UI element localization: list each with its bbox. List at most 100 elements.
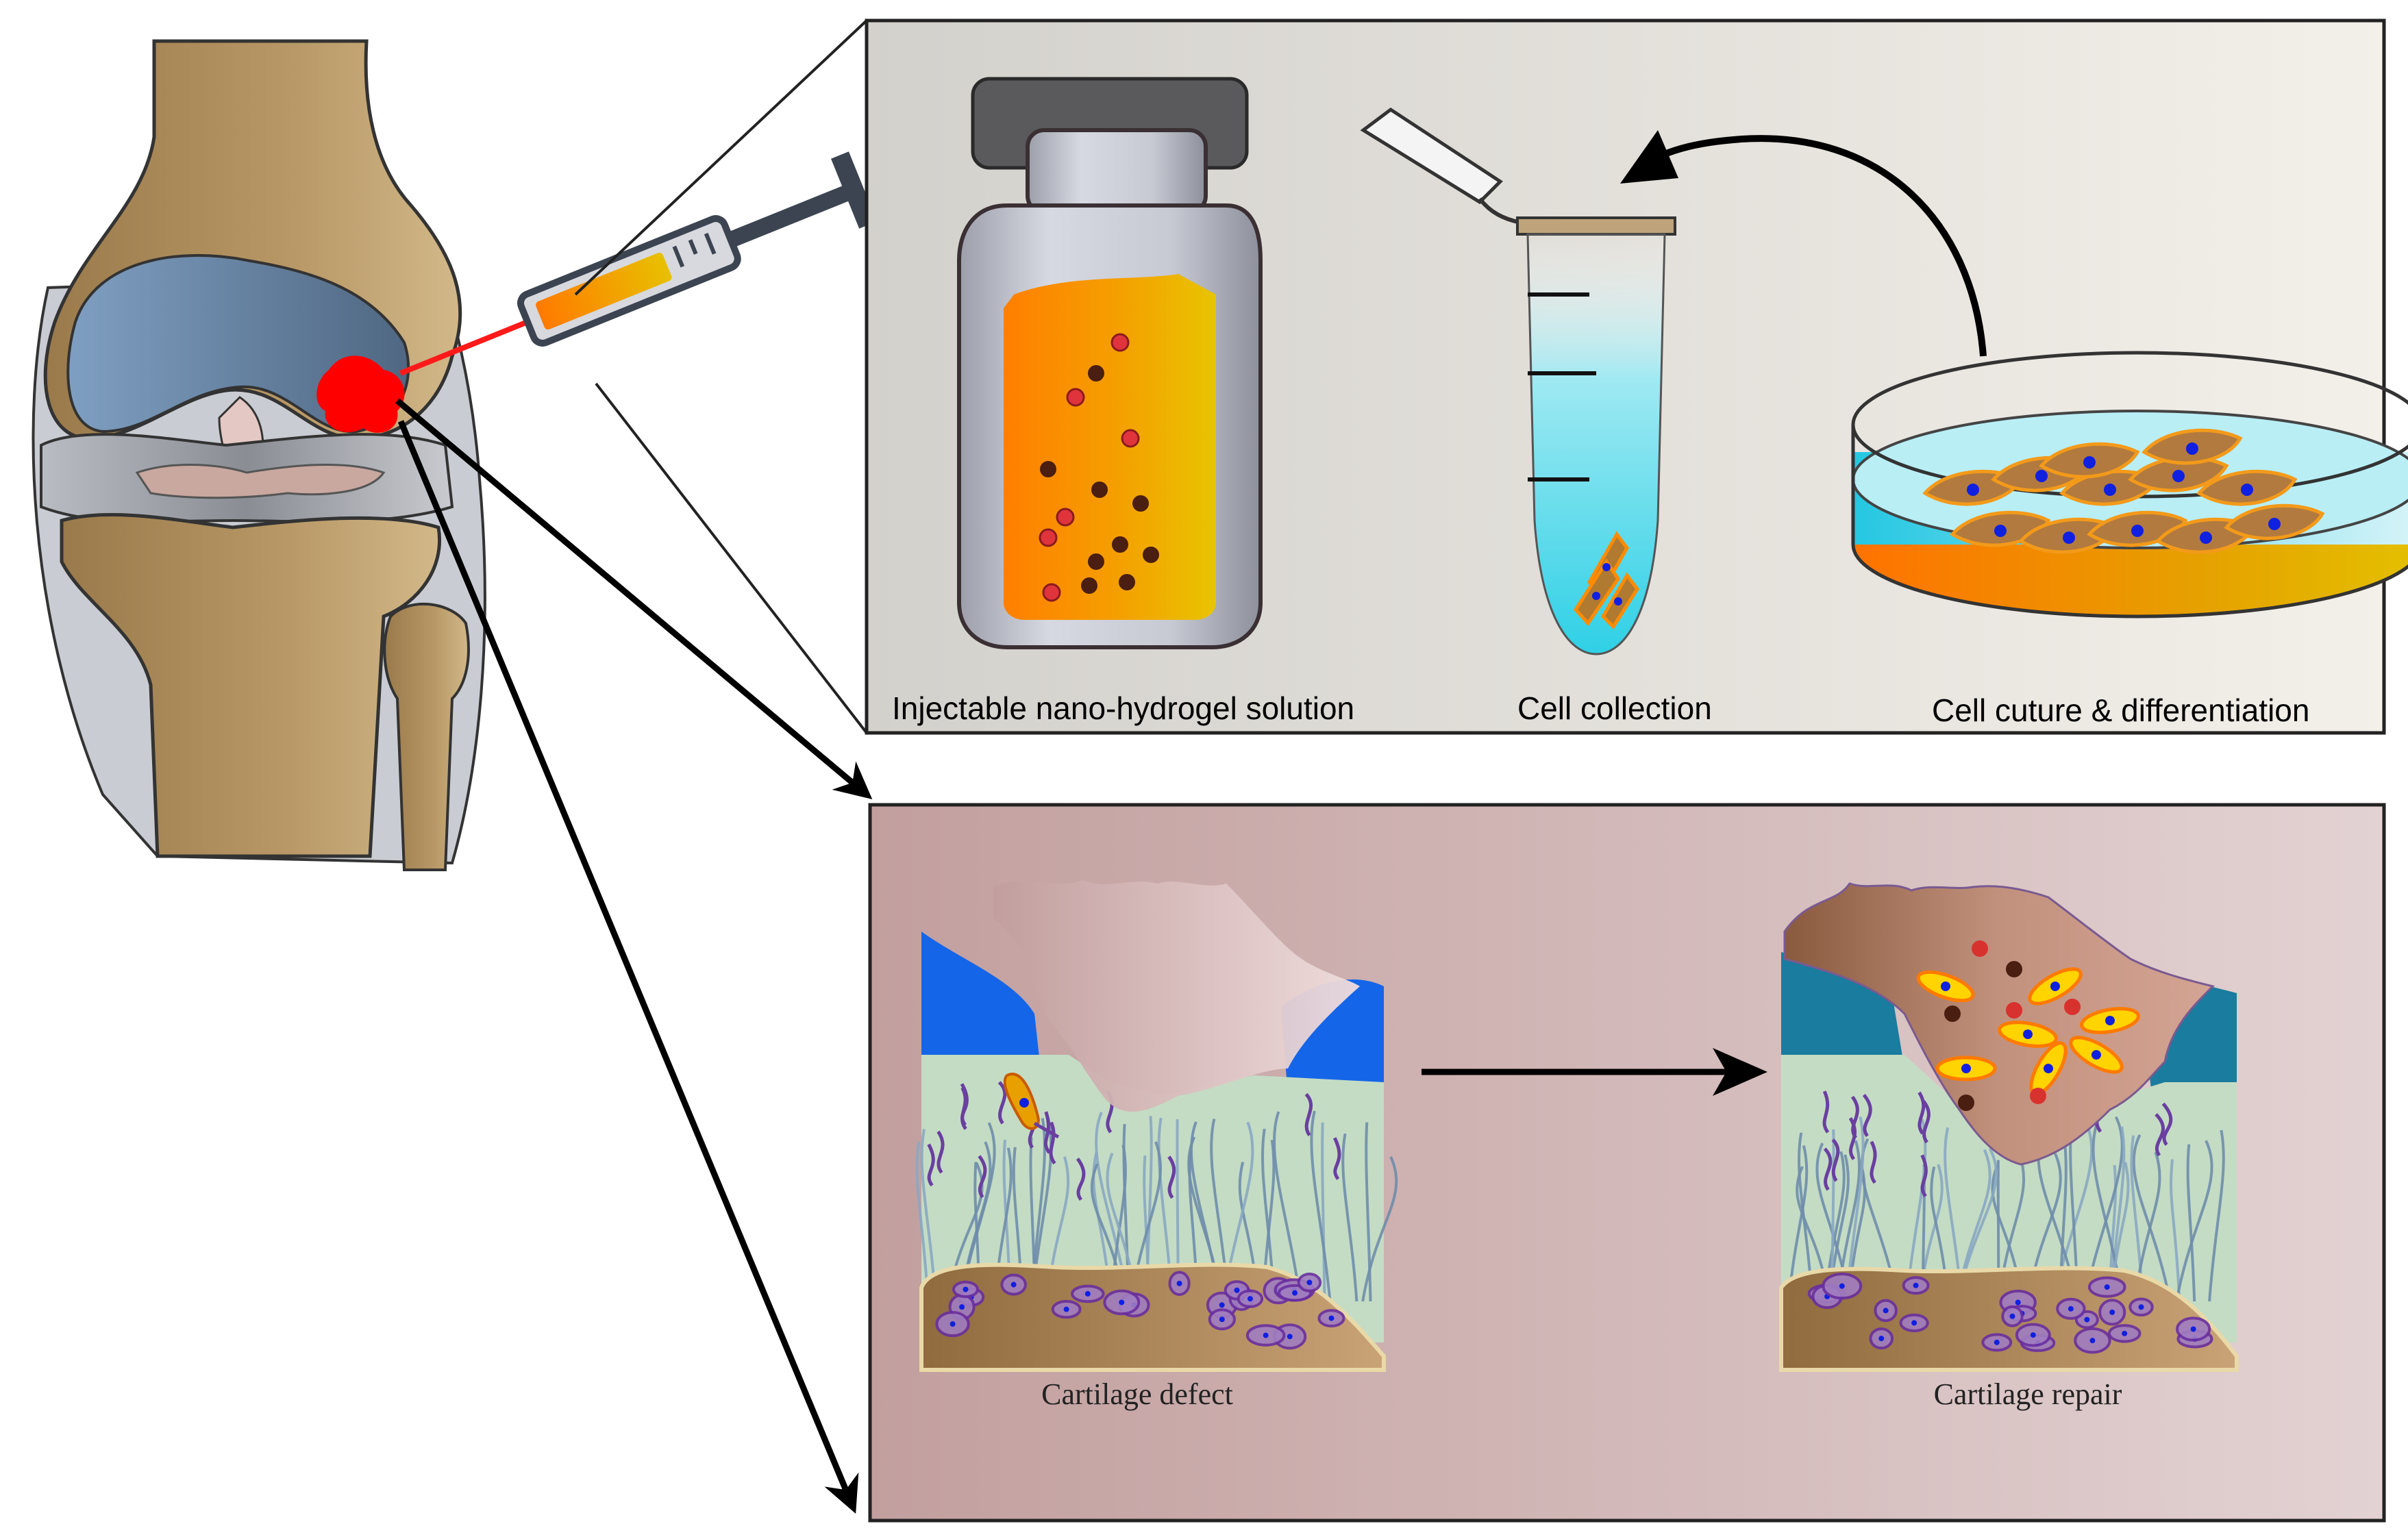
nanoparticle-dark [1081, 577, 1097, 594]
syringe-fill [536, 252, 672, 330]
cell-nucleus [2131, 525, 2144, 537]
nanoparticle-dark [1040, 461, 1056, 477]
nanoparticle-dark [1088, 553, 1104, 570]
superficial-fiber [1167, 1155, 1176, 1199]
hydrogel-vial [957, 77, 1263, 649]
collagen-fiber [2175, 1140, 2213, 1302]
superficial-fiber [1922, 1100, 1931, 1144]
repair-differentiated-cells [1916, 940, 2140, 1111]
nanoparticle-red [1042, 583, 1061, 602]
chondrocyte-nucleus [2009, 1313, 2015, 1319]
defect-superficial-zone [921, 932, 1041, 1075]
collagen-fiber [1341, 1133, 1358, 1302]
cell-nucleus [2268, 518, 2281, 530]
differentiated-cell [1998, 1021, 2058, 1048]
cell-nucleus [2200, 532, 2212, 544]
cell-nucleus [2050, 982, 2060, 991]
cell-nucleus [1941, 982, 1950, 991]
nanoparticle-red [1066, 388, 1085, 407]
collagen-fiber [1787, 1145, 1809, 1302]
cell-nucleus [2083, 456, 2096, 468]
tube-lid [1360, 107, 1503, 205]
chondrocyte-nucleus [1219, 1316, 1225, 1323]
chondrocyte-nucleus [949, 1321, 956, 1327]
differentiated-cell [1916, 970, 1975, 1003]
collagen-fiber [1321, 1122, 1326, 1302]
superficial-fiber [1823, 1147, 1833, 1191]
chondrocyte-nucleus [2068, 1305, 2074, 1312]
chondrocyte-nucleus [959, 1304, 965, 1310]
label-defect: Cartilage defect [1041, 1377, 1233, 1411]
chondrocyte-nucleus [1287, 1334, 1293, 1340]
zoom-line-upper [574, 19, 868, 296]
superficial-fiber [2155, 1113, 2165, 1157]
nanoparticle-red [2064, 999, 2081, 1015]
nanoparticle-dark [2006, 961, 2022, 977]
collagen-fiber [1361, 1156, 1398, 1302]
collagen-fiber [1273, 1111, 1302, 1302]
injection-site [316, 355, 405, 433]
curved-arrow-head [1620, 130, 1678, 184]
nanoparticle-dark [1088, 365, 1104, 382]
knee-joint-illustration [32, 39, 486, 871]
cell-nucleus [2105, 1016, 2115, 1025]
chondrocyte-nucleus [1263, 1332, 1269, 1338]
defect-migrating-cell [1003, 1073, 1060, 1139]
cell-nucleus [2092, 1050, 2101, 1060]
chondrocyte-nucleus [963, 1286, 969, 1292]
chondrocyte-nucleus [1994, 1339, 2000, 1345]
nanoparticle-dark [1143, 547, 1159, 563]
superficial-fiber [1920, 1154, 1928, 1197]
differentiated-cell [2069, 1036, 2124, 1074]
differentiated-cell [2028, 967, 2083, 1005]
eppendorf-tube [1360, 107, 1676, 655]
collagen-fiber [920, 1129, 937, 1302]
arrow-to-repair-panel [395, 398, 873, 799]
nanoparticle-red [1121, 429, 1140, 448]
chondrocyte-nucleus [1084, 1290, 1091, 1297]
differentiated-cell [1935, 1055, 1997, 1082]
chondrocyte-nucleus [1176, 1280, 1182, 1286]
label-dish: Cell cuture & differentiation [1932, 692, 2309, 728]
nanoparticle-red [1039, 528, 1058, 547]
petri-dish [1851, 351, 2408, 618]
chondrocyte-nucleus [2122, 1330, 2128, 1336]
zoom-line-lower [595, 382, 868, 734]
vial-neck [1026, 128, 1208, 214]
superficial-fiber [1862, 1094, 1872, 1138]
nanoparticle-dark [1132, 495, 1149, 512]
cell-nucleus [1961, 1064, 1971, 1073]
nanoparticle-red [1110, 333, 1130, 352]
syringe-plunger [728, 183, 855, 248]
cell-nucleus [2186, 442, 2198, 455]
cartilage-defect-illustration [915, 880, 1398, 1372]
chondrocyte-nucleus [1839, 1283, 1845, 1289]
collagen-fiber [915, 1141, 930, 1302]
nanoparticle-red [2006, 1002, 2022, 1019]
repair-hydrogel [1783, 882, 2215, 1166]
superficial-fiber [978, 1155, 987, 1199]
collagen-fiber [2132, 1134, 2172, 1302]
nanoparticle-red [1056, 508, 1075, 527]
collagen-fiber [1310, 1110, 1332, 1302]
cell-nucleus [2104, 484, 2116, 496]
superficial-fiber [1870, 1140, 1877, 1184]
chondrocyte-nucleus [2084, 1316, 2090, 1323]
cell-nucleus [2044, 1064, 2053, 1073]
cell-nucleus [2023, 1029, 2033, 1039]
superficial-fiber [2161, 1102, 2173, 1146]
defect-hydrogel [993, 880, 1360, 1112]
syringe-needle [399, 319, 529, 376]
superficial-fiber [1076, 1158, 1086, 1201]
cartilage-repair-illustration [1779, 882, 2239, 1372]
chondrocyte-nucleus [1878, 1336, 1885, 1342]
arrow-to-repair-panel-bottom [397, 420, 859, 1514]
cultured-cells [1922, 428, 2325, 554]
cell-nucleus [2063, 532, 2075, 544]
cell-nucleus [2035, 470, 2048, 482]
superficial-fiber [927, 1143, 935, 1187]
superficial-fiber [1850, 1095, 1859, 1139]
tube-cell-pellet [1573, 531, 1640, 629]
